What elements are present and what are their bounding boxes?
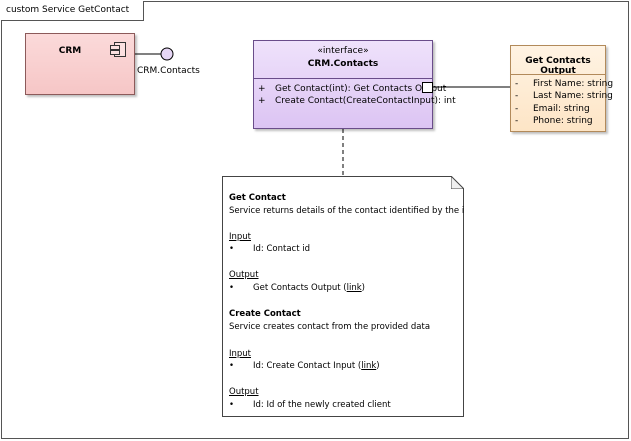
attribute-visibility: - — [515, 91, 519, 101]
attribute-text: Email: string — [533, 104, 590, 114]
note-get-input-label: Input — [229, 232, 252, 242]
attribute-row[interactable]: - First Name: string — [515, 79, 613, 89]
attribute-text: Phone: string — [533, 116, 593, 126]
note-get-input-item: • Id: Contact id — [229, 244, 310, 254]
note-get-output-label: Output — [229, 270, 259, 280]
attribute-text: Last Name: string — [533, 91, 613, 101]
note-create-output-item: • Id: Id of the newly created client — [229, 400, 391, 410]
note-create-description: Service creates contact from the provide… — [229, 322, 431, 332]
interface-port[interactable] — [422, 82, 433, 93]
operation-signature: Create Contact(CreateContactInput): int — [275, 96, 456, 106]
note-create-input-item: • Id: Create Contact Input (link) — [229, 361, 380, 371]
bullet-icon: • — [229, 361, 235, 371]
interface-crm-contacts[interactable]: «interface» CRM.Contacts + Get Contact(in… — [253, 40, 456, 129]
note-item-text: Id: Id of the newly created client — [253, 400, 391, 410]
diagram-frame-title: custom Service GetContact — [1, 1, 145, 21]
attribute-row[interactable]: - Last Name: string — [515, 91, 613, 101]
note-get-description: Service returns details of the contact i… — [229, 206, 470, 216]
bullet-icon: • — [229, 244, 235, 254]
bullet-icon: • — [229, 283, 235, 293]
note-item-text: Id: Contact id — [253, 244, 310, 254]
operation-visibility: + — [258, 84, 266, 94]
bullet-icon: • — [229, 400, 235, 410]
operation-row[interactable]: + Get Contact(int): Get Contacts Output — [258, 84, 446, 94]
attribute-row[interactable]: - Phone: string — [515, 116, 593, 126]
note-fold-corner — [451, 176, 464, 189]
operation-visibility: + — [258, 96, 266, 106]
attribute-visibility: - — [515, 79, 519, 89]
operation-signature: Get Contact(int): Get Contacts Output — [275, 84, 447, 94]
note-get-output-item: • Get Contacts Output (link) — [229, 283, 365, 293]
component-name: CRM — [58, 46, 82, 56]
get-output-link[interactable]: link — [346, 283, 362, 293]
note-get-title: Get Contact — [229, 193, 286, 203]
attribute-row[interactable]: - Email: string — [515, 104, 590, 114]
component-icon — [110, 42, 126, 57]
class-get-contacts-output[interactable]: Get Contacts Output -First Name: string … — [510, 45, 613, 132]
lollipop-circle — [160, 47, 174, 61]
interface-stereotype: «interface» — [317, 46, 369, 56]
operation-row[interactable]: + Create Contact(CreateContactInput): int — [258, 96, 456, 106]
note-create-title: Create Contact — [229, 309, 301, 319]
note-item-text: ) — [376, 361, 380, 371]
attribute-visibility: - — [515, 104, 519, 114]
note-create-output-label: Output — [229, 387, 259, 397]
interface-divider — [254, 78, 432, 79]
provided-interface-label: CRM.Contacts — [137, 66, 200, 76]
attribute-text: First Name: string — [533, 79, 614, 89]
note-create-input-label: Input — [229, 349, 252, 359]
class-name: Get Contacts Output — [525, 56, 591, 76]
component-crm[interactable]: CRM — [25, 33, 135, 95]
interface-name: CRM.Contacts — [307, 59, 379, 69]
note-item-text: ) — [361, 283, 365, 293]
create-input-link[interactable]: link — [361, 361, 377, 371]
class-divider — [511, 74, 605, 75]
note-item-text: Id: Create Contact Input ( — [253, 361, 362, 371]
attribute-visibility: - — [515, 116, 519, 126]
service-note[interactable]: Get Contact Service returns details of t… — [222, 176, 464, 417]
note-item-text: Get Contacts Output ( — [253, 283, 347, 293]
